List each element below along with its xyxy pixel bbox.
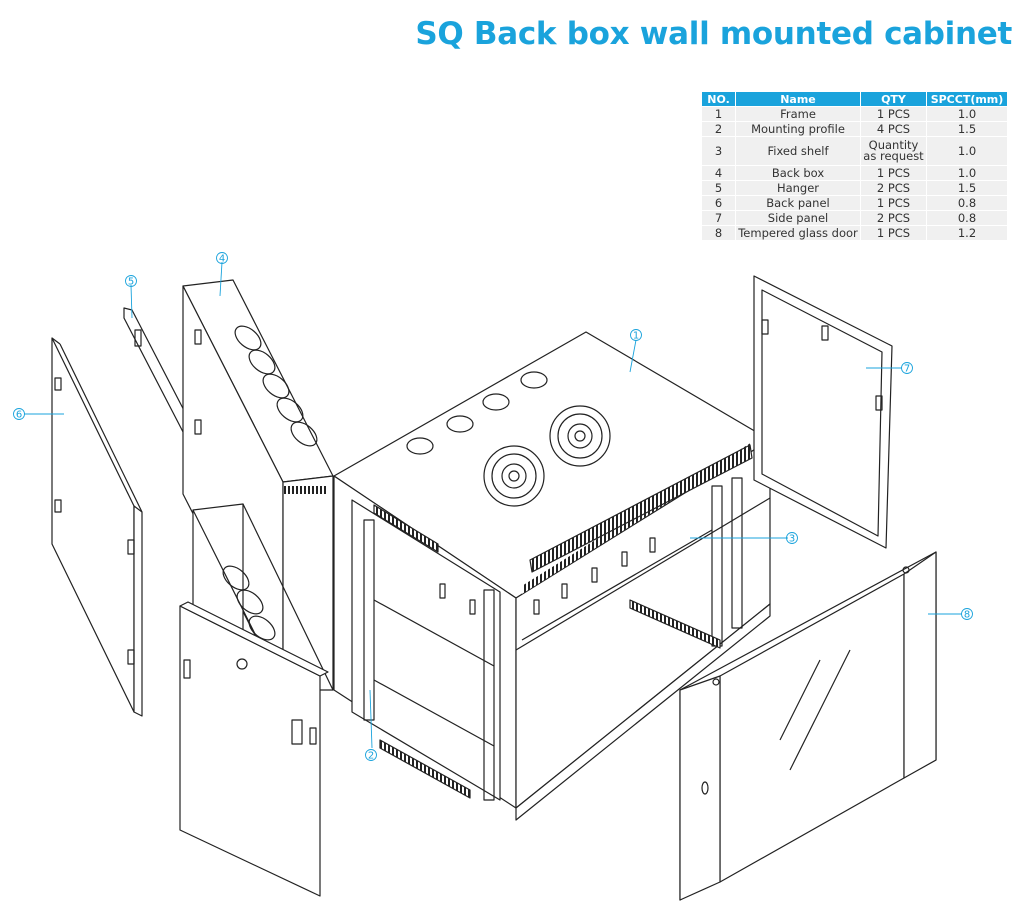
cell-no: 6 bbox=[701, 195, 736, 211]
cell-name: Side panel bbox=[735, 210, 861, 226]
header-name: Name bbox=[735, 91, 861, 107]
callout-label-5: 5 bbox=[128, 277, 134, 288]
callout-marker bbox=[901, 362, 913, 374]
left-side-panel-part bbox=[179, 601, 329, 897]
table-row: 7 Side panel 2 PCS 0.8 bbox=[701, 210, 1008, 226]
back-panel-part bbox=[51, 337, 143, 717]
callout-marker bbox=[786, 532, 798, 544]
cell-name: Tempered glass door bbox=[735, 225, 861, 241]
table-row: 2 Mounting profile 4 PCS 1.5 bbox=[701, 121, 1008, 137]
callout-label-2: 2 bbox=[368, 751, 374, 762]
cell-no: 3 bbox=[701, 136, 736, 166]
side-panel-part bbox=[753, 275, 893, 549]
table-row: 4 Back box 1 PCS 1.0 bbox=[701, 165, 1008, 181]
glass-door-part bbox=[679, 551, 937, 901]
cell-qty: Quantity as request bbox=[860, 136, 927, 166]
callout-label-3: 3 bbox=[789, 534, 795, 545]
cell-qty: 2 PCS bbox=[860, 180, 927, 196]
cell-no: 8 bbox=[701, 225, 736, 241]
table-row: 8 Tempered glass door 1 PCS 1.2 bbox=[701, 225, 1008, 241]
cell-spcct: 1.0 bbox=[926, 165, 1008, 181]
cell-name: Back panel bbox=[735, 195, 861, 211]
callout-label-4: 4 bbox=[219, 254, 225, 265]
back-box-part bbox=[182, 279, 334, 691]
callout-marker bbox=[125, 275, 137, 287]
table-row: 1 Frame 1 PCS 1.0 bbox=[701, 106, 1008, 122]
callout-marker bbox=[630, 329, 642, 341]
cell-qty: 1 PCS bbox=[860, 106, 927, 122]
cell-spcct: 1.2 bbox=[926, 225, 1008, 241]
cell-spcct: 1.0 bbox=[926, 106, 1008, 122]
callout-label-7: 7 bbox=[904, 364, 910, 375]
cell-spcct: 1.0 bbox=[926, 136, 1008, 166]
frame-part bbox=[333, 331, 771, 821]
cell-no: 2 bbox=[701, 121, 736, 137]
cell-qty: 2 PCS bbox=[860, 210, 927, 226]
callout-label-1: 1 bbox=[633, 331, 639, 342]
callout-label-8: 8 bbox=[964, 610, 970, 621]
table-row: 3 Fixed shelf Quantity as request 1.0 bbox=[701, 136, 1008, 166]
callout-marker bbox=[216, 252, 228, 264]
parts-table: NO. Name QTY SPCCT(mm) 1 Frame 1 PCS 1.0… bbox=[701, 91, 1008, 241]
callout-marker bbox=[365, 749, 377, 761]
callout-label-6: 6 bbox=[16, 410, 22, 421]
cell-name: Back box bbox=[735, 165, 861, 181]
cell-qty: 4 PCS bbox=[860, 121, 927, 137]
callout-marker bbox=[961, 608, 973, 620]
table-row: 6 Back panel 1 PCS 0.8 bbox=[701, 195, 1008, 211]
cell-name: Hanger bbox=[735, 180, 861, 196]
table-row: 5 Hanger 2 PCS 1.5 bbox=[701, 180, 1008, 196]
cell-no: 7 bbox=[701, 210, 736, 226]
page-title: SQ Back box wall mounted cabinet bbox=[415, 16, 1012, 52]
callout-marker bbox=[13, 408, 25, 420]
cell-name: Frame bbox=[735, 106, 861, 122]
cell-name: Fixed shelf bbox=[735, 136, 861, 166]
